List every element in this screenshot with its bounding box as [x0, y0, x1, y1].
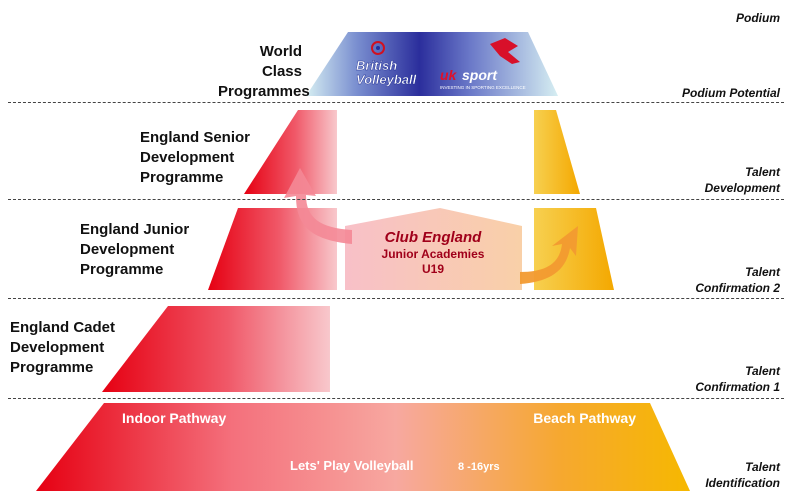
stage-podium: Podium — [736, 10, 780, 26]
arrow-to-senior — [284, 168, 352, 244]
stage-td-line2: Development — [704, 181, 780, 195]
junior-line1: England Junior — [80, 221, 190, 238]
ages-label: 8 -16yrs — [458, 461, 500, 473]
divider-podium-potential — [8, 102, 784, 103]
divider-talent-confirmation-2 — [8, 298, 784, 299]
club-england-block — [345, 208, 522, 290]
divider-talent-confirmation-1 — [8, 398, 784, 399]
stage-podium-potential: Podium Potential — [682, 85, 780, 101]
junior-label: England Junior Development Programme — [80, 220, 189, 280]
cadet-line2: Development — [10, 339, 105, 356]
world-class-line2: Programmes — [218, 83, 310, 100]
british-volleyball-logo: British Volleyball — [356, 41, 417, 87]
british-volleyball-line1: British — [356, 58, 397, 73]
stage-tc2-line1: Talent — [745, 265, 780, 279]
stage-tc1-line1: Talent — [745, 364, 780, 378]
stage-tc1-line2: Confirmation 1 — [695, 380, 780, 394]
senior-block-beach — [534, 110, 580, 194]
cadet-block — [102, 306, 330, 392]
cadet-line1: England Cadet — [10, 319, 116, 336]
world-class-line1: World Class — [259, 43, 302, 80]
junior-line2: Development — [80, 241, 175, 258]
indoor-pathway-label: Indoor Pathway — [122, 410, 226, 426]
senior-line2: Development — [140, 149, 235, 166]
arrow-to-beach — [520, 226, 578, 284]
beach-pathway-label: Beach Pathway — [533, 410, 636, 426]
club-england-title: Club England — [385, 229, 482, 246]
lets-play-label: Lets' Play Volleyball — [290, 458, 414, 473]
stage-talent-development: Talent Development — [705, 164, 780, 196]
junior-line3: Programme — [80, 261, 164, 278]
stage-ti-line1: Talent — [745, 460, 780, 474]
senior-label: England Senior Development Programme — [140, 128, 250, 188]
cadet-label: England Cadet Development Programme — [10, 318, 115, 378]
stage-ti-line2: Identification — [705, 476, 780, 490]
british-volleyball-line2: Volleyball — [356, 72, 417, 87]
divider-talent-development — [8, 199, 784, 200]
base-pathway-band — [36, 403, 690, 491]
uk-sport-sport: sport — [462, 67, 498, 83]
club-england-line2: U19 — [422, 262, 444, 276]
senior-line3: Programme — [140, 169, 224, 186]
senior-line1: England Senior — [140, 129, 251, 146]
stage-talent-confirmation-1: Talent Confirmation 1 — [695, 363, 780, 395]
junior-block-indoor — [208, 208, 337, 290]
stage-tc2-line2: Confirmation 2 — [695, 281, 780, 295]
cadet-line3: Programme — [10, 359, 94, 376]
athlete-figure-icon — [490, 38, 520, 64]
club-england-line1: Junior Academies — [382, 247, 485, 261]
stage-podium-text: Podium — [736, 11, 780, 25]
uk-sport-uk: uk — [440, 67, 458, 83]
senior-block-indoor — [244, 110, 337, 194]
stage-td-line1: Talent — [745, 165, 780, 179]
uk-sport-tagline: INVESTING IN SPORTING EXCELLENCE — [440, 85, 526, 90]
world-class-label: World Class Programmes — [218, 42, 310, 102]
stage-podium-potential-text: Podium Potential — [681, 86, 780, 100]
stage-talent-identification: Talent Identification — [705, 459, 780, 491]
stage-talent-confirmation-2: Talent Confirmation 2 — [695, 264, 780, 296]
uk-sport-logo: uk sport INVESTING IN SPORTING EXCELLENC… — [440, 38, 526, 90]
